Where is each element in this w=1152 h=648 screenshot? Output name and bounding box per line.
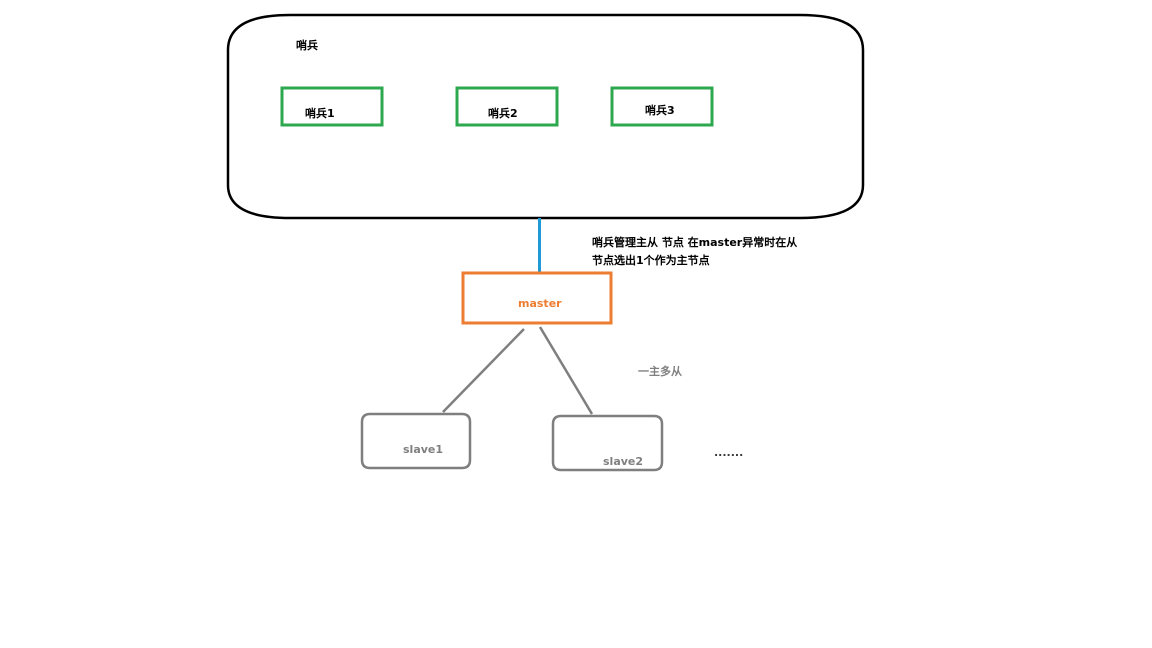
sentinel-note-line-2: 节点选出1个作为主节点 bbox=[592, 254, 710, 267]
sentinel-note-line-1: 哨兵管理主从 节点 在master异常时在从 bbox=[592, 236, 798, 249]
slave-box-2 bbox=[551, 414, 664, 472]
slave-box-1 bbox=[360, 412, 472, 470]
sentinel-group-container bbox=[226, 13, 865, 220]
sentinel-2-label: 哨兵2 bbox=[488, 107, 518, 120]
master-slave2-link bbox=[538, 326, 594, 415]
sentinel-3-label: 哨兵3 bbox=[645, 104, 675, 117]
sentinel-1-label: 哨兵1 bbox=[305, 107, 335, 120]
more-slaves-ellipsis: ....... bbox=[714, 446, 744, 459]
sentinel-group-title: 哨兵 bbox=[296, 39, 318, 52]
sentinel-box-3 bbox=[610, 86, 714, 127]
sentinel-box-2 bbox=[455, 86, 559, 127]
sentinel-note: 哨兵管理主从 节点 在master异常时在从 节点选出1个作为主节点 bbox=[592, 234, 822, 270]
master-label: master bbox=[518, 297, 562, 310]
sentinel-box-1 bbox=[280, 86, 384, 127]
slave-1-label: slave1 bbox=[403, 443, 444, 456]
slave-2-label: slave2 bbox=[603, 455, 644, 468]
master-box bbox=[461, 271, 613, 325]
replication-label: 一主多从 bbox=[638, 365, 682, 378]
master-slave1-link bbox=[442, 328, 525, 413]
